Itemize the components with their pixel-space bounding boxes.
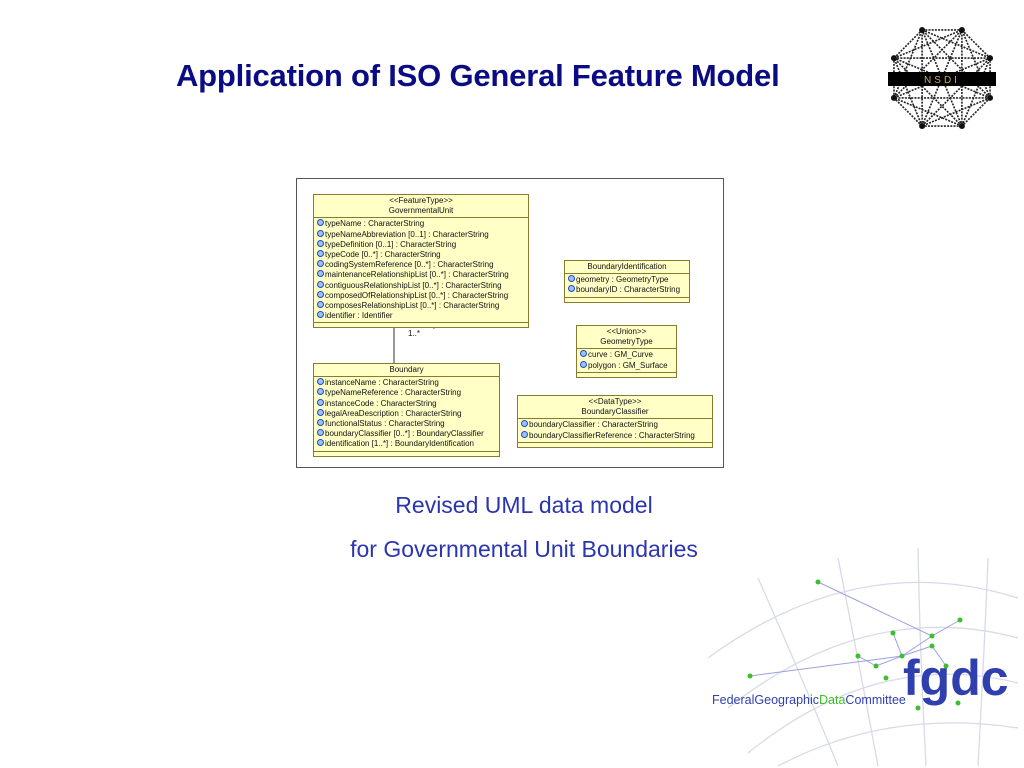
class-name: BoundaryIdentification: [587, 262, 667, 271]
nsdi-logo-text: NSDI: [924, 75, 960, 86]
uml-attribute: composesRelationshipList [0..*] : Charac…: [317, 301, 525, 311]
uml-attribute-text: boundaryID : CharacterString: [576, 285, 681, 295]
uml-attribute-text: codingSystemReference [0..*] : Character…: [325, 260, 494, 270]
uml-attribute-text: identifier : Identifier: [325, 311, 393, 321]
uml-attribute: typeCode [0..*] : CharacterString: [317, 250, 525, 260]
fgdc-wordmark: FederalGeographicDataCommittee: [712, 693, 906, 707]
uml-attribute-text: functionalStatus : CharacterString: [325, 419, 445, 429]
nsdi-node: [987, 55, 994, 62]
uml-attribute: typeNameAbbreviation [0..1] : CharacterS…: [317, 229, 525, 240]
class-boundary-classifier: <<DataType>> BoundaryClassifier boundary…: [517, 395, 713, 448]
class-name: GeometryType: [600, 337, 653, 347]
uml-attribute: functionalStatus : CharacterString: [317, 419, 496, 429]
uml-attribute-text: boundaryClassifier [0..*] : BoundaryClas…: [325, 429, 484, 439]
uml-attribute: geometry : GeometryType: [568, 275, 686, 285]
uml-attribute-text: composedOfRelationshipList [0..*] : Char…: [325, 290, 509, 300]
stereotype-label: <<FeatureType>>: [389, 196, 453, 205]
uml-attribute-text: typeNameAbbreviation [0..1] : CharacterS…: [325, 229, 489, 239]
class-name: GovernmentalUnit: [388, 206, 454, 216]
nsdi-node: [958, 26, 965, 33]
uml-attribute: boundaryClassifierReference : CharacterS…: [521, 430, 709, 441]
uml-attribute: typeNameReference : CharacterString: [317, 388, 496, 398]
uml-attribute-text: composesRelationshipList [0..*] : Charac…: [325, 301, 500, 311]
uml-attribute: boundaryClassifier [0..*] : BoundaryClas…: [317, 429, 496, 439]
nsdi-node: [919, 123, 926, 130]
network-dots: [747, 579, 963, 711]
nsdi-node: [890, 94, 897, 101]
word-data: Data: [819, 693, 845, 707]
uml-attribute-text: typeNameReference : CharacterString: [325, 388, 462, 398]
network-lines: [749, 581, 961, 677]
nsdi-node: [890, 55, 897, 62]
fgdc-mark: fgdc: [903, 650, 1009, 706]
uml-attribute-text: polygon : GM_Surface: [588, 360, 668, 370]
globe-grid: [707, 547, 1019, 767]
uml-attribute-text: typeCode [0..*] : CharacterString: [325, 250, 441, 260]
nsdi-node: [987, 94, 994, 101]
uml-attribute: codingSystemReference [0..*] : Character…: [317, 260, 525, 270]
uml-attribute-text: geometry : GeometryType: [576, 275, 669, 285]
uml-attribute-text: instanceName : CharacterString: [325, 378, 439, 388]
association-multiplicity: 1..*: [408, 329, 421, 338]
class-governmental-unit: <<FeatureType>> GovernmentalUnit typeNam…: [313, 194, 529, 329]
uml-attribute-text: boundaryClassifier : CharacterString: [529, 420, 658, 430]
stereotype-label: <<Union>>: [606, 327, 647, 336]
uml-attribute-text: identification [1..*] : BoundaryIdentifi…: [325, 439, 474, 449]
uml-attribute: boundaryID : CharacterString: [568, 285, 686, 295]
uml-attribute-text: contiguousRelationshipList [0..*] : Char…: [325, 280, 502, 290]
uml-attribute-text: legalAreaDescription : CharacterString: [325, 408, 462, 418]
uml-attribute-text: instanceCode : CharacterString: [325, 398, 437, 408]
uml-attribute: typeName : CharacterString: [317, 219, 525, 229]
uml-attribute-text: typeName : CharacterString: [325, 219, 425, 229]
class-boundary-identification: BoundaryIdentification geometry : Geomet…: [564, 260, 690, 303]
uml-attribute-text: typeDefinition [0..1] : CharacterString: [325, 239, 457, 249]
nsdi-logo: NSDI: [888, 26, 996, 130]
uml-attribute: polygon : GM_Surface: [580, 360, 673, 371]
class-name: BoundaryClassifier: [581, 407, 649, 417]
uml-attribute: instanceCode : CharacterString: [317, 398, 496, 409]
caption-line-1: Revised UML data model: [395, 492, 653, 518]
nsdi-node: [958, 123, 965, 130]
uml-attribute: legalAreaDescription : CharacterString: [317, 408, 496, 419]
uml-attribute: curve : GM_Curve: [580, 350, 673, 360]
class-name: Boundary: [389, 365, 424, 374]
uml-attribute: identification [1..*] : BoundaryIdentifi…: [317, 439, 496, 449]
stereotype-label: <<DataType>>: [588, 397, 642, 406]
word-federal: Federal: [712, 693, 754, 707]
uml-attribute-text: boundaryClassifierReference : CharacterS…: [529, 430, 695, 440]
word-geographic: Geographic: [754, 693, 819, 707]
uml-diagram: +boundaryFor 1..* <<FeatureType>> Govern…: [296, 178, 724, 468]
uml-attribute: typeDefinition [0..1] : CharacterString: [317, 239, 525, 250]
nsdi-node: [919, 26, 926, 33]
word-committee: Committee: [845, 693, 905, 707]
uml-attribute-text: curve : GM_Curve: [588, 350, 653, 360]
uml-attribute: boundaryClassifier : CharacterString: [521, 420, 709, 430]
uml-attribute: maintenanceRelationshipList [0..*] : Cha…: [317, 270, 525, 280]
fgdc-logo: fgdc FederalGeographicDataCommittee: [707, 547, 1019, 767]
uml-attribute: contiguousRelationshipList [0..*] : Char…: [317, 280, 525, 291]
caption-line-2: for Governmental Unit Boundaries: [350, 536, 698, 562]
uml-attribute-text: maintenanceRelationshipList [0..*] : Cha…: [325, 270, 509, 280]
uml-attribute: composedOfRelationshipList [0..*] : Char…: [317, 290, 525, 301]
uml-attribute: identifier : Identifier: [317, 311, 525, 321]
slide-title: Application of ISO General Feature Model: [176, 58, 780, 93]
uml-attribute: instanceName : CharacterString: [317, 378, 496, 388]
